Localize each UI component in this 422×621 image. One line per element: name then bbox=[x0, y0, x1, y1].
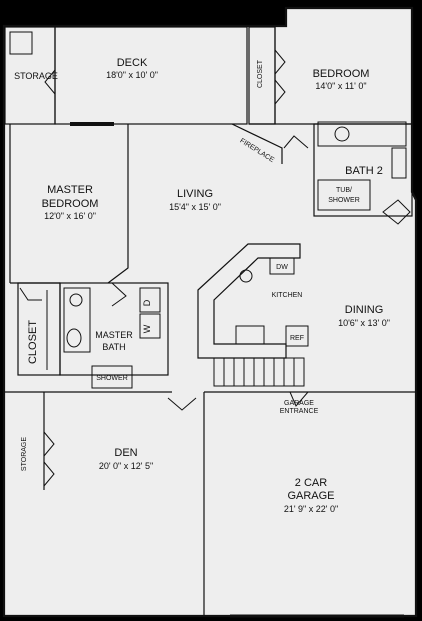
master-bath-line2: BATH bbox=[102, 342, 125, 352]
deck-size: 18'0" x 10' 0" bbox=[106, 70, 158, 80]
den-label: DEN bbox=[114, 447, 137, 459]
storage-door-swing bbox=[44, 69, 56, 95]
shower-label: SHOWER bbox=[96, 375, 128, 382]
storage-den-label: STORAGE bbox=[21, 437, 28, 471]
storage-box bbox=[9, 31, 33, 55]
kitchen-sink bbox=[239, 269, 253, 283]
garage-size: 21' 9" x 22' 0" bbox=[284, 504, 338, 514]
vanity bbox=[317, 121, 407, 147]
sink-bath2 bbox=[334, 126, 350, 142]
master-sink bbox=[69, 293, 83, 307]
fireplace-wall bbox=[231, 123, 283, 164]
dining-label: DINING bbox=[345, 304, 384, 316]
washer-box bbox=[139, 313, 161, 339]
dryer-label: D bbox=[142, 299, 152, 306]
dryer-box bbox=[139, 287, 161, 313]
dw-label: DW bbox=[276, 264, 288, 271]
deck-room bbox=[54, 26, 248, 125]
storage-den-door-swing bbox=[43, 431, 55, 487]
storage-top-label: STORAGE bbox=[14, 71, 58, 81]
master-door-swing bbox=[19, 287, 42, 301]
living-size: 15'4" x 15' 0" bbox=[169, 202, 221, 212]
master-bedroom-line1: MASTER bbox=[47, 184, 93, 196]
bath2-label: BATH 2 bbox=[345, 165, 383, 177]
tub-shower-line1: TUB/ bbox=[336, 187, 352, 194]
living-label: LIVING bbox=[177, 188, 213, 200]
ref-box bbox=[285, 325, 309, 347]
closet-door-swing bbox=[274, 49, 286, 105]
master-bedroom-size: 12'0" x 16' 0" bbox=[44, 211, 96, 221]
floor-area bbox=[4, 8, 416, 616]
dw-box bbox=[269, 257, 295, 275]
den-size: 20' 0" x 12' 5" bbox=[99, 461, 153, 471]
master-bath-door-swing bbox=[111, 282, 127, 307]
ref-label: REF bbox=[290, 335, 304, 342]
closet-master-label: CLOSET bbox=[27, 320, 39, 364]
bedroom-size: 14'0" x 11' 0" bbox=[315, 81, 366, 91]
garage-entrance-line1: GARAGE bbox=[284, 400, 314, 407]
kitchen-label: KITCHEN bbox=[272, 292, 303, 299]
bath2-room bbox=[313, 123, 413, 217]
tub-shower-line2: SHOWER bbox=[328, 197, 360, 204]
range-box bbox=[235, 325, 265, 345]
tub-shower-box bbox=[317, 179, 371, 211]
garage-entry-swing bbox=[289, 391, 309, 407]
toilet bbox=[66, 328, 82, 348]
washer-label: W bbox=[142, 324, 152, 333]
bath2-door-swing bbox=[283, 135, 309, 149]
master-vanity bbox=[63, 287, 91, 353]
garage-line2: GARAGE bbox=[287, 490, 334, 502]
garage-entrance-line2: ENTRANCE bbox=[280, 408, 319, 415]
dining-size: 10'6" x 13' 0" bbox=[338, 318, 390, 328]
bath2-cabinet bbox=[391, 147, 407, 179]
master-bath-room bbox=[59, 282, 169, 376]
garage-line1: 2 CAR bbox=[295, 477, 327, 489]
garage-door-swing bbox=[167, 397, 197, 411]
closet-nook bbox=[382, 199, 411, 225]
shower-box bbox=[91, 365, 133, 389]
stairs bbox=[213, 357, 305, 387]
closet-bedroom-label: CLOSET bbox=[257, 59, 264, 88]
deck-label: DECK bbox=[117, 57, 148, 69]
master-bath-line1: MASTER bbox=[95, 330, 133, 340]
bedroom-label: BEDROOM bbox=[313, 68, 370, 80]
master-bedroom-line2: BEDROOM bbox=[42, 198, 99, 210]
